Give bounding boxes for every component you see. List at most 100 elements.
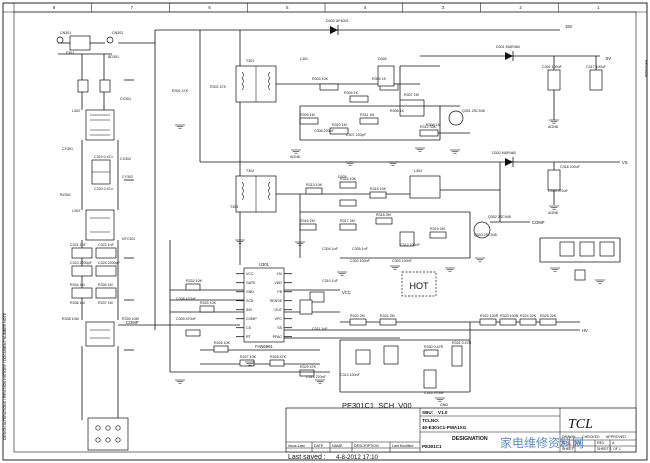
input-block-label: C324 2200pF [98,261,121,265]
ground-symbol [475,257,485,262]
ground-symbol [175,124,185,129]
ic-pin-rt: RT [246,335,252,339]
ic-pin-sense: SENSE [270,299,283,303]
capacitor-label: C314 220nF [306,375,327,379]
tb-tclno-label: TCLNO: [422,418,440,423]
semiconductor-label: D301 MUR460 [496,45,520,49]
tb-sheet: SHEET [562,447,575,451]
resistor-label: R314 10K [340,177,357,181]
tb-designation-value: PE301C1 [422,444,442,449]
transistor-q301 [448,110,464,126]
ic-pin-ss: SS [277,326,282,330]
capacitor-label: C313 100nF [340,373,361,377]
capacitor-label: C311 1uF [312,327,328,331]
resistor-label: R308 1M [426,123,441,127]
rail-15v: 15V [565,24,573,29]
resistor-label: R306 1K [390,109,405,113]
ic-pin-gate: GATE [246,281,256,285]
input-block-label: NTC301 [122,237,135,241]
resistor-label: R325 22K [540,314,557,318]
ground-symbol [245,361,255,366]
watermark-text: 家电维修资料网 [500,435,584,450]
ground-symbol [595,279,605,284]
capacitor-label: C302 100nF [350,259,371,263]
resistor-label: R319 2M [430,227,445,231]
input-block-label: RV301 [60,193,71,197]
ic-pin-vcc: VCC [246,272,254,276]
ground-symbol [235,239,245,244]
ground-symbol [435,397,445,402]
tb-issue-last: Issue-Last [288,444,305,448]
ground-symbol [415,147,425,152]
transformer-label: T303 [230,205,238,209]
capacitor-label: C307 220pF [346,133,367,137]
zone-number-4: 4 [364,5,367,10]
rail-agnd-label: AGND [548,125,559,129]
rail-gnd-label: GND [440,403,448,407]
ic-pin-vdd: VDD [274,281,282,285]
resistor-label: R320 2M [350,314,365,318]
zone-number-2: 2 [519,5,522,10]
resistor-label: R321 2M [380,314,395,318]
ground-symbol [445,267,455,272]
ground-symbol [345,161,355,166]
resistor-label: R302 47K [210,85,227,89]
rail-hv: HV [582,328,588,333]
tcl-logo: TCL [568,417,593,432]
ic-pin-comp: COMP [246,317,257,321]
capacitor-label: C309 470nF [176,317,197,321]
input-block-label: CN302 [112,31,123,35]
capacitor-label: C306 220pF [314,129,335,133]
tb-date-col: DATE [314,444,324,448]
resistor-label: R322 100R [480,314,499,318]
input-block-label: C320 0.47u [94,187,113,191]
semiconductor-label: D302 MUR460 [492,151,516,155]
resistor-label: R330 0.47R [424,345,444,349]
resistor-label: R323 100R [500,314,519,318]
ground-symbol [549,205,559,210]
ground-symbol [175,379,185,384]
rail-agnd-label: AGND [548,211,559,215]
tb-size: SIZE [562,441,571,445]
semiconductor-label: Q302 2SC945 [488,215,511,219]
input-block-label: C319 0.47u [94,155,113,159]
ground-symbols [175,119,605,402]
resistor-label: R331 0.47R [452,341,472,345]
input-emi-block [56,35,134,451]
capacitor-label: C304 1nF [322,247,339,251]
input-block-label: L302 [72,109,80,113]
input-block-label: F301 [66,51,74,55]
input-block-label: R334 1M [70,283,85,287]
semiconductor-label: D304 [378,57,387,61]
tb-designation-label: DESIGNATION [452,436,488,442]
rail-comp-2: COMP [532,220,545,225]
capacitor-label: C312 100nF [400,243,421,247]
resistor-label: R311 1M [360,113,374,117]
semiconductor-label: Q301 2SC945 [462,109,485,113]
feedback-block [299,162,621,281]
resistor-label: R317 2M [340,219,355,223]
input-block-label: C321 1nF [70,243,87,247]
last-saved-label: Last saved : [288,454,326,461]
ic-pin-pfac: PFAC [273,335,283,339]
capacitor-label: C308 470nF [176,297,197,301]
input-block-label: CX301 [120,97,131,101]
input-block-label: R339 10M [122,317,139,321]
ic-pin-hv: HV [277,272,283,276]
input-block-label: C322 1nF [98,243,115,247]
tb-tclno-value: 40-E301C1-PWA1XG [422,425,467,430]
zone-number-5: 5 [286,5,289,10]
input-block-label: CN301 [60,31,71,35]
resistor-label: R301 47K [172,89,189,93]
capacitor-label: C315 470uF [548,189,569,193]
hot-area-box [401,271,437,297]
tb-size-value: A3 [577,441,581,445]
ic-pin-vpc: VPC [275,317,283,321]
input-block-label: R338 10M [62,317,79,321]
hot-label: HOT [410,281,430,291]
capacitor-label: C305 1nF [352,247,369,251]
resistor-label: R304 1K [344,91,359,95]
